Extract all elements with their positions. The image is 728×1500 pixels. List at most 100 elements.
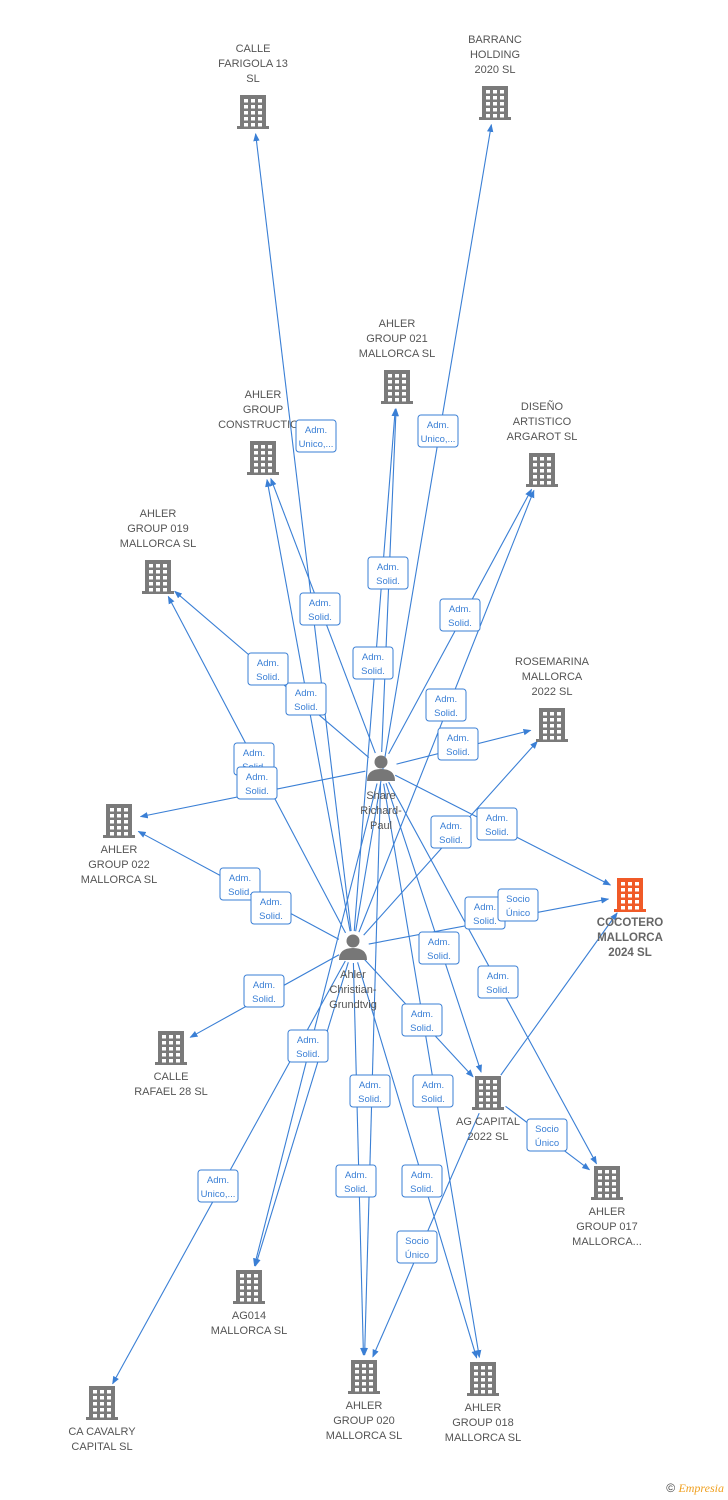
node-label: AG CAPITAL [456,1116,520,1128]
edge-label-text: Solid. [410,1184,434,1195]
building-icon [381,370,413,404]
edge-label[interactable]: Adm.Solid. [247,652,289,686]
building-window [240,1286,244,1290]
edge-label[interactable]: Adm.Solid. [219,867,261,901]
node-barranc[interactable]: BARRANC HOLDING 2020 SL [468,34,522,120]
building-window [474,1384,478,1388]
brand-logo[interactable]: Empresia [678,1481,724,1495]
edge-label[interactable]: Adm.Solid. [439,598,481,632]
node-label: ARGAROT SL [507,431,578,443]
node-label: 2020 SL [475,64,516,76]
edge-label[interactable]: Adm.Solid. [425,688,467,722]
node-label: BARRANC [468,34,522,46]
building-window [369,1382,373,1386]
node-label: Share [366,790,395,802]
edge-label[interactable]: Adm.Unico,... [197,1169,239,1203]
edge-label[interactable]: Adm.Solid. [401,1003,443,1037]
edge-label[interactable]: Adm.Solid. [287,1029,329,1063]
edge-label[interactable]: Adm.Solid. [412,1074,454,1108]
edge-labels-layer: Adm.Unico,...Adm.Unico,...Adm.Solid.Adm.… [197,414,568,1264]
edge-label[interactable]: Adm.Solid. [437,727,479,761]
building-window [481,1384,485,1388]
building-window [355,1376,359,1380]
edge-label[interactable]: Adm.Solid. [243,974,285,1008]
edge-label-box [250,891,292,925]
edge-label-box [352,646,394,680]
building-window [251,111,255,115]
edge-label[interactable]: Adm.Solid. [349,1074,391,1108]
building-window [163,588,167,592]
building-window [251,123,255,127]
edge-label[interactable]: Adm.Solid. [418,931,460,965]
person-head [374,755,388,769]
node-label: CA CAVALRY [68,1426,136,1438]
building-window [635,900,639,904]
building-window [258,99,262,103]
edge-label-text: Adm. [297,1035,319,1046]
edge-label[interactable]: Adm.Solid. [299,592,341,626]
edge-label-box [367,556,409,590]
building-window [621,894,625,898]
edge-label-box [430,815,472,849]
building-window [362,1364,366,1368]
edge-label[interactable]: Adm.Solid. [335,1164,377,1198]
building-window [251,99,255,103]
node-ahler_construct[interactable]: AHLERGROUPCONSTRUCTIO... [218,389,308,475]
edge-label-text: Solid. [228,887,252,898]
edge-label-text: Adm. [449,604,471,615]
edge-label[interactable]: Adm.Solid. [250,891,292,925]
edge-label[interactable]: Adm.Solid. [285,682,327,716]
building-window [176,1035,180,1039]
edge-label[interactable]: Adm.Solid. [477,965,519,999]
building-window [110,832,114,836]
building-icon [237,95,269,129]
edge-label[interactable]: Adm.Solid. [367,556,409,590]
node-label: AHLER [379,318,416,330]
edge-label-box [401,1003,443,1037]
edge-label[interactable]: Adm.Unico,... [417,414,459,448]
edge-label-text: Solid. [427,951,451,962]
edge-label[interactable]: Adm.Solid. [430,815,472,849]
edge-label-text: Solid. [446,747,470,758]
node-label: CALLE [154,1071,189,1083]
building-window [500,102,504,106]
node-label: MALLORCA SL [326,1430,402,1442]
node-label: HOLDING [470,49,520,61]
node-label: GROUP 022 [88,859,150,871]
edge-label[interactable]: Adm.Solid. [401,1164,443,1198]
building-window [124,826,128,830]
node-label: CONSTRUCTIO... [218,419,308,431]
building-window [395,386,399,390]
edge-label[interactable]: Adm.Solid. [476,807,518,841]
building-window [500,96,504,100]
building-base [381,401,413,404]
edge-label[interactable]: Adm.Solid. [352,646,394,680]
edge-label[interactable]: Adm.Solid. [236,766,278,800]
building-window [244,123,248,127]
building-window [543,718,547,722]
building-window [251,105,255,109]
edge-label[interactable]: Adm.Solid. [464,896,506,930]
edge-label[interactable]: Adm.Unico,... [295,419,337,453]
building-window [117,832,121,836]
building-window [486,1080,490,1084]
